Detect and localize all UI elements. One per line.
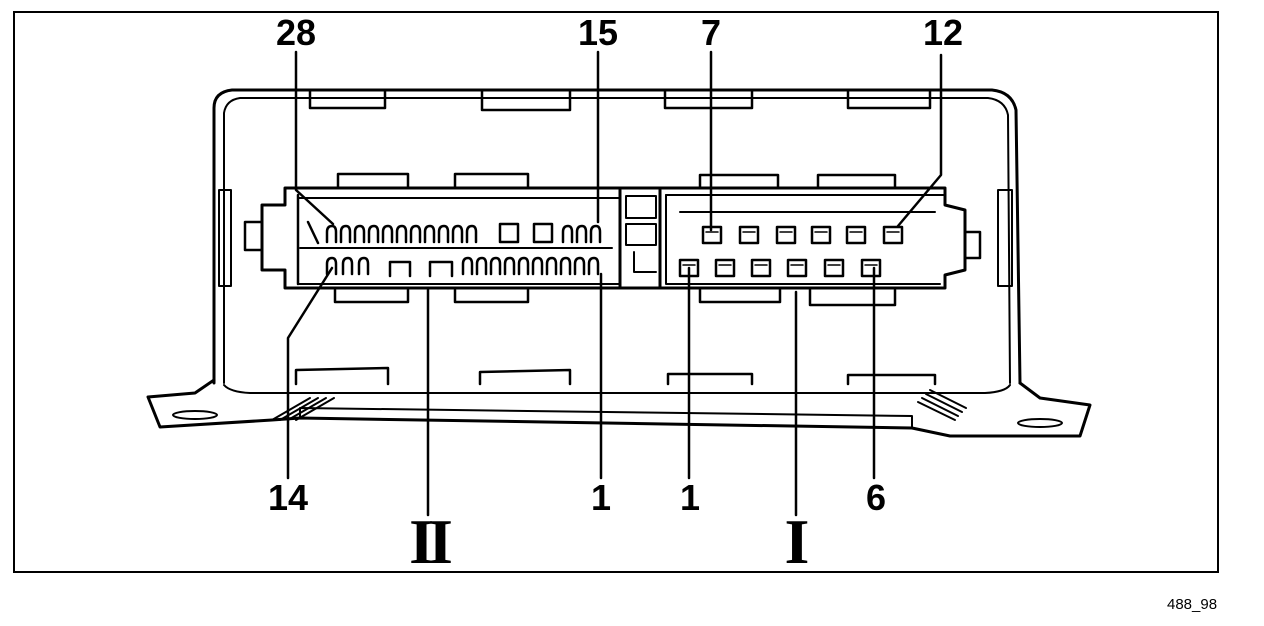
housing <box>212 88 1022 385</box>
label-pin-6: 6 <box>865 477 887 518</box>
figure-frame <box>13 11 1219 573</box>
label-connector-i: I <box>784 506 810 577</box>
figure-id: 488_98 <box>1167 596 1218 613</box>
leader-28 <box>294 50 335 226</box>
housing-bottom-tabs <box>294 366 937 386</box>
label-connector-ii-pin-1: 1 <box>590 477 612 518</box>
label-pin-28: 28 <box>275 12 317 53</box>
label-pin-15: 15 <box>577 12 619 53</box>
connector-ii-pins-bottom <box>325 256 600 278</box>
mounting-flange <box>146 378 1092 438</box>
housing-top-tabs <box>308 88 932 112</box>
label-connector-i-pin-1: 1 <box>679 477 701 518</box>
connector-ii-pins-top <box>306 220 602 245</box>
label-pin-7: 7 <box>700 12 722 53</box>
leader-12 <box>896 53 943 228</box>
label-pin-14: 14 <box>267 477 309 518</box>
leader-lines <box>286 50 943 517</box>
label-pin-12: 12 <box>922 12 964 53</box>
connector-body <box>243 186 982 290</box>
connector-i-pins <box>678 225 904 278</box>
connector-lugs <box>333 172 897 307</box>
leader-14 <box>286 266 334 480</box>
label-connector-ii: II <box>409 506 453 577</box>
